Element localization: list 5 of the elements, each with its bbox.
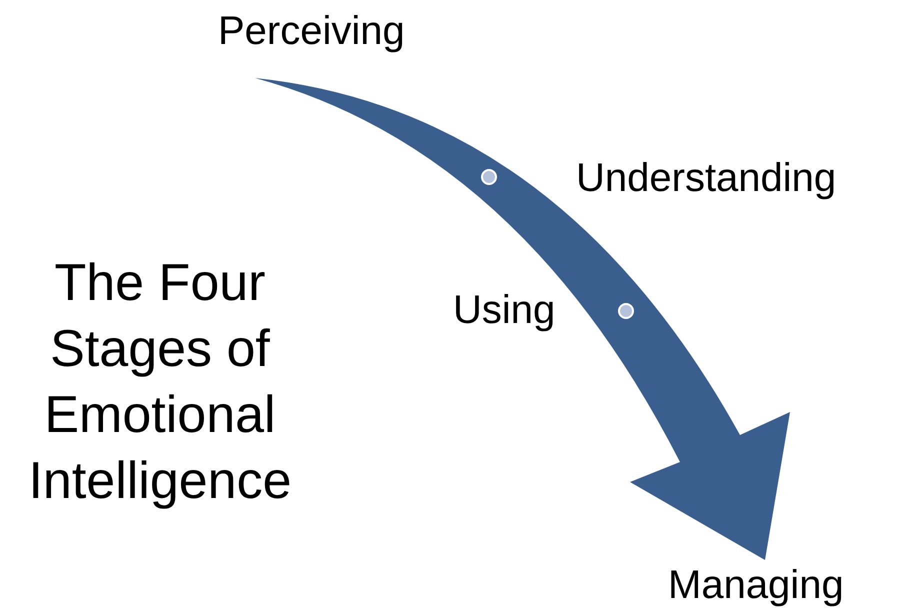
stage-label: Managing: [668, 562, 844, 608]
diagram-title: The Four Stages of Emotional Intelligence: [27, 253, 293, 512]
stage-label: Understanding: [576, 155, 836, 201]
stage-label: Using: [453, 287, 556, 333]
stage-label: Perceiving: [218, 8, 405, 54]
